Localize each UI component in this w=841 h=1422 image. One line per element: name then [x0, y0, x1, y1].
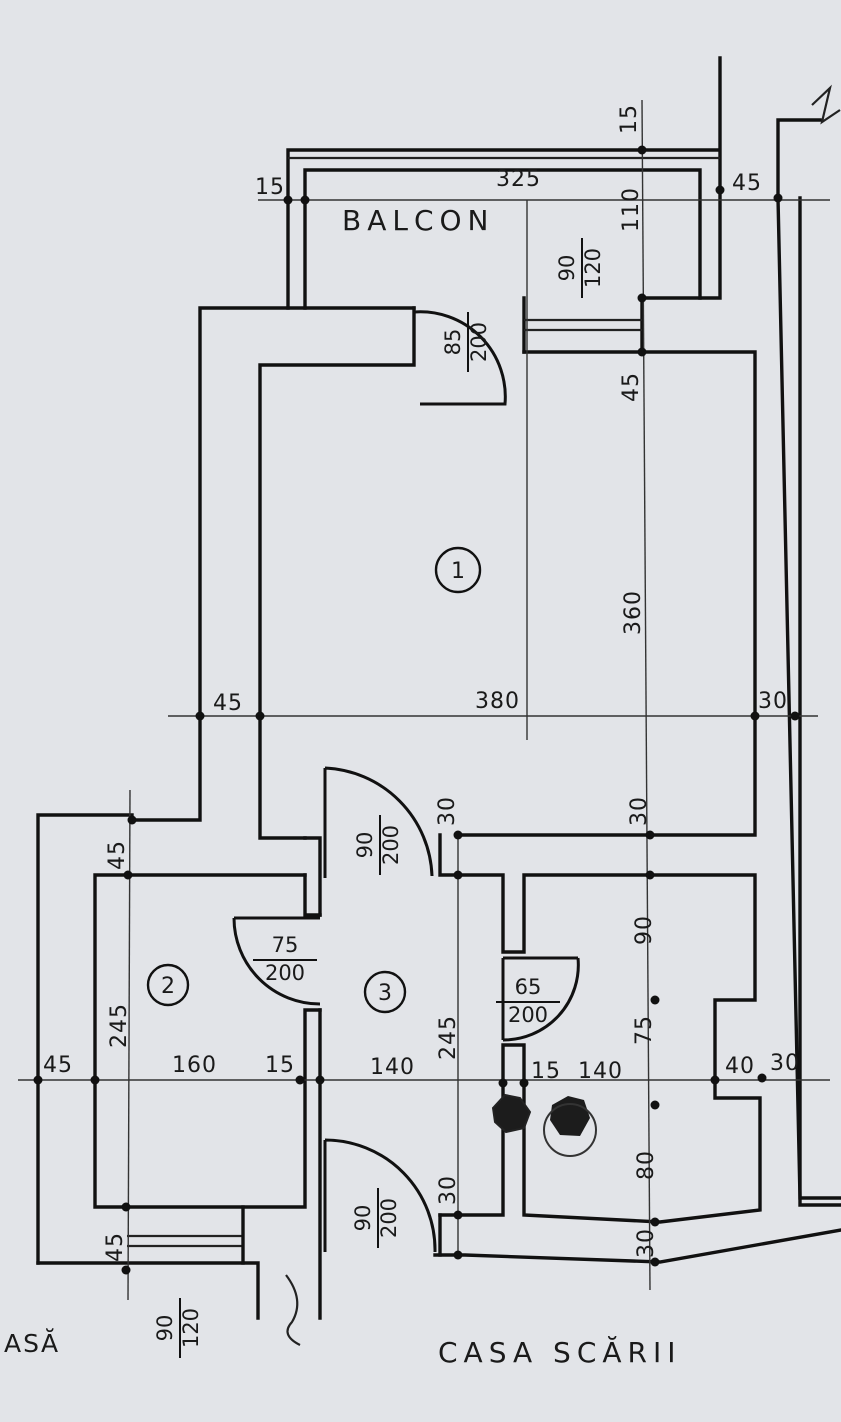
dim-325: 325	[496, 167, 541, 192]
stair-break-line	[285, 1274, 301, 1346]
svg-text:85: 85	[441, 329, 465, 356]
svg-text:200: 200	[379, 825, 403, 865]
dim-160: 160	[172, 1053, 217, 1078]
dim-30-row: 30	[770, 1051, 800, 1076]
room1-top-right	[522, 296, 644, 354]
dimension-dots	[33, 145, 800, 1275]
dim-45-top: 45	[732, 171, 762, 196]
svg-text:90: 90	[153, 1315, 177, 1342]
window-balcony-label: 90 120	[555, 238, 605, 298]
svg-text:75: 75	[272, 933, 299, 957]
door-balcony-label: 85 200	[441, 312, 491, 372]
door-room2-swing	[232, 916, 321, 1006]
room1-inner-wall	[258, 306, 416, 840]
dimension-numbers: 15 325 15 45 110 45 360 45 380 30 30 30 …	[43, 104, 800, 1262]
dim-360: 360	[621, 590, 646, 635]
room2-right-wall	[303, 873, 322, 917]
door-bath-label: 65 200	[496, 975, 560, 1027]
door-bath-swing	[501, 956, 580, 1042]
exterior-right-wall-2	[798, 196, 841, 1207]
svg-text:65: 65	[515, 975, 542, 999]
room3-number: 3	[378, 981, 392, 1006]
window-labels: 90 120 90 120	[153, 238, 605, 1358]
svg-text:200: 200	[467, 322, 491, 362]
labels: BALCON CASA SCĂRII ASĂ	[4, 204, 682, 1369]
corridor-right-wall	[438, 833, 762, 1224]
dim-15-right: 15	[617, 104, 642, 134]
balcony-railing-inner	[303, 168, 702, 310]
doors	[232, 310, 580, 1253]
top-break-line	[811, 84, 841, 125]
dim-30-right: 30	[758, 689, 788, 714]
paper-damage	[491, 1093, 597, 1157]
svg-text:200: 200	[265, 961, 305, 985]
room2-circle	[146, 963, 190, 1007]
svg-text:200: 200	[377, 1198, 401, 1238]
walls	[36, 56, 841, 1320]
svg-text:120: 120	[179, 1308, 203, 1348]
dim-140-b: 140	[578, 1059, 623, 1084]
door-room1-label: 90 200	[353, 815, 403, 875]
door-entrance-swing	[323, 1138, 437, 1253]
dim-380: 380	[475, 689, 520, 714]
dim-30-a: 30	[435, 796, 460, 826]
dim-30-entrance: 30	[436, 1175, 461, 1205]
room2-number: 2	[161, 974, 175, 999]
door-labels: 85 200 90 200 75 200 65 200 90 200	[253, 312, 560, 1248]
room3-circle	[363, 970, 407, 1014]
svg-text:120: 120	[581, 248, 605, 288]
dim-15-row-b: 15	[531, 1059, 561, 1084]
dim-45-bottom: 45	[103, 1232, 128, 1262]
left-cut-label: ASĂ	[4, 1328, 60, 1358]
door-room2-label: 75 200	[253, 933, 317, 985]
room1-circle	[434, 546, 482, 594]
balcony-label: BALCON	[342, 204, 495, 237]
exterior-right-wall	[776, 118, 841, 1200]
door-entrance-label: 90 200	[351, 1188, 401, 1248]
dim-45-r1: 45	[619, 372, 644, 402]
entrance-wall	[433, 1228, 841, 1264]
dim-45-r2: 45	[105, 840, 130, 870]
door-room1-swing	[323, 766, 434, 878]
dim-40: 40	[725, 1054, 755, 1079]
dim-30-bath-bottom: 30	[634, 1228, 659, 1258]
svg-text:90: 90	[353, 832, 377, 859]
room2-bottom-outer	[36, 1261, 260, 1320]
svg-text:200: 200	[508, 1003, 548, 1027]
svg-text:90: 90	[351, 1205, 375, 1232]
dim-80-bath: 80	[634, 1150, 659, 1180]
stairwell-label: CASA SCĂRII	[438, 1335, 682, 1369]
svg-text:90: 90	[555, 255, 579, 282]
window-room2-label: 90 120	[153, 1298, 203, 1358]
dim-15-row: 15	[265, 1053, 295, 1078]
dim-245-r2: 245	[107, 1003, 132, 1048]
dim-45-row: 45	[43, 1053, 73, 1078]
dim-75-bath: 75	[632, 1015, 657, 1045]
room1-number: 1	[451, 559, 465, 584]
dim-245-r3: 245	[436, 1015, 461, 1060]
dim-15-left: 15	[255, 175, 285, 200]
dim-140: 140	[370, 1055, 415, 1080]
dim-30-b: 30	[627, 796, 652, 826]
dim-45-left: 45	[213, 691, 243, 716]
dim-90-bath: 90	[632, 915, 657, 945]
door-balcony-swing	[413, 310, 507, 406]
dim-110: 110	[619, 187, 644, 232]
room-numbers: 1 2 3	[146, 546, 482, 1014]
